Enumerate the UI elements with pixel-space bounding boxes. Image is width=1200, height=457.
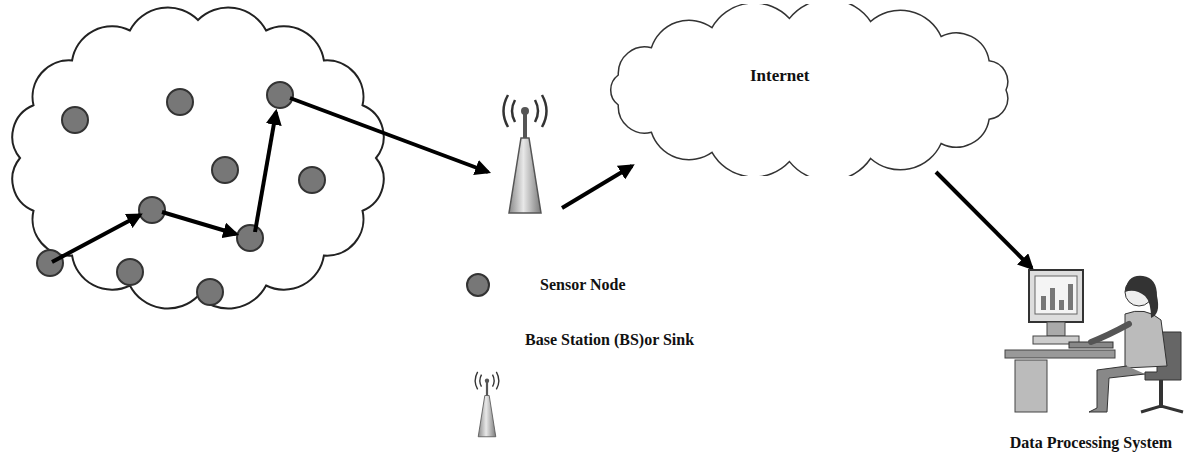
route-arrow xyxy=(562,166,632,208)
route-arrow xyxy=(255,112,276,232)
connector-arrow xyxy=(936,172,1032,268)
sensor-node xyxy=(139,197,165,223)
cloud-outline xyxy=(600,4,1020,176)
sensor-node xyxy=(197,279,223,305)
sensor-node xyxy=(167,89,193,115)
workstation-illustration xyxy=(985,262,1197,422)
sensor-node xyxy=(62,107,88,133)
legend-sensor-sample xyxy=(467,274,489,296)
legend-label: Base Station (BS)or Sink xyxy=(525,331,694,349)
internet-cloud: Internet xyxy=(600,4,1020,176)
cloud-label: Internet xyxy=(750,66,1020,86)
sensor-node xyxy=(299,167,325,193)
sensor-nodes xyxy=(37,82,325,305)
sensor-node xyxy=(237,225,263,251)
sensor-field-cloud xyxy=(12,7,383,308)
route-arrow xyxy=(162,212,236,234)
legend-label: Sensor Node xyxy=(540,276,626,294)
route-arrow xyxy=(52,215,140,262)
data-processing-system: Data Processing System xyxy=(985,262,1197,452)
system-label: Data Processing System xyxy=(1010,434,1172,452)
legend-tower-sample xyxy=(475,372,499,437)
base-station-icon xyxy=(504,95,547,213)
route-arrow xyxy=(290,98,488,172)
sensor-node xyxy=(212,157,238,183)
sensor-node xyxy=(117,259,143,285)
sensor-node xyxy=(267,82,293,108)
sensor-node xyxy=(37,250,63,276)
